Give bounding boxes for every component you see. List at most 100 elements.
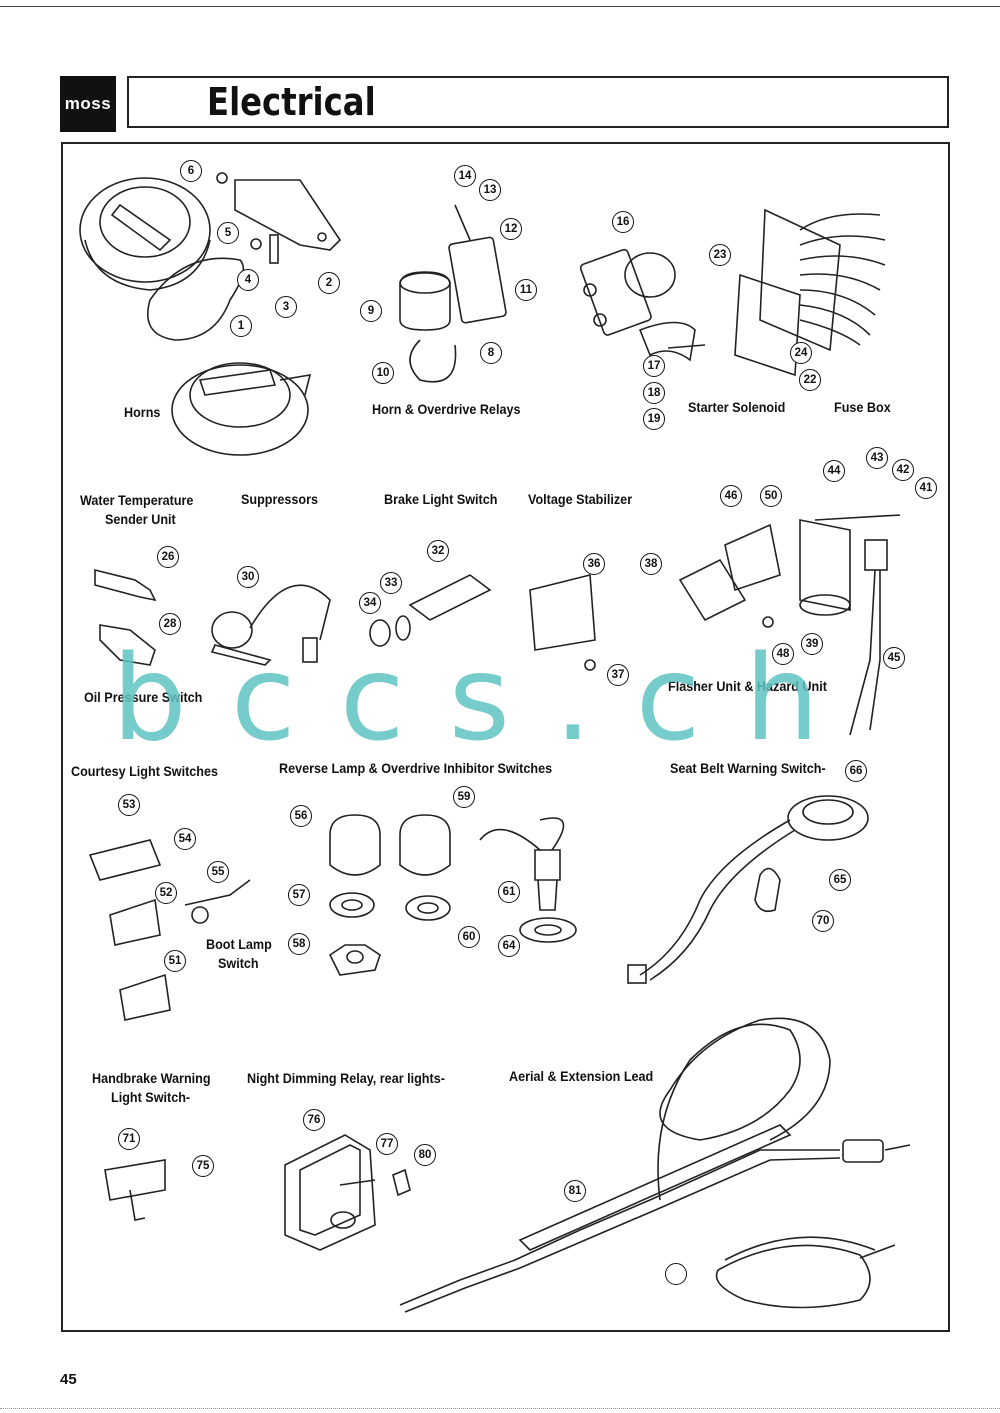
callout-13: 13 <box>479 179 501 201</box>
label-voltage-stabilizer: Voltage Stabilizer <box>528 491 633 507</box>
callout-43: 43 <box>866 447 888 469</box>
callout-6: 6 <box>180 160 202 182</box>
seatbelt-switch-illustration <box>627 795 869 984</box>
callout-64: 65 <box>829 869 851 891</box>
bottom-rule <box>0 1408 1000 1409</box>
label-flasher: Flasher Unit & Hazard Unit <box>668 678 827 694</box>
handbrake-switch-illustration <box>104 1159 166 1221</box>
callout-48: 50 <box>760 485 782 507</box>
callout-23: 23 <box>709 244 731 266</box>
top-rule <box>0 6 1000 7</box>
callout-61: 64 <box>498 935 520 957</box>
callout-54: 55 <box>207 861 229 883</box>
reverse-switch-illustration <box>328 814 577 976</box>
aerial-illustration <box>399 1017 911 1313</box>
page-number: 45 <box>60 1371 77 1388</box>
callout-55: 56 <box>290 805 312 827</box>
callout-26: 26 <box>157 546 179 568</box>
header-box: Electrical <box>127 76 949 128</box>
callout-1: 1 <box>230 315 252 337</box>
callout-34: 34 <box>359 592 381 614</box>
label-horns: Horns <box>124 404 161 420</box>
callout-14: 14 <box>454 165 476 187</box>
fuse-box-illustration <box>734 208 886 377</box>
callout-46: 46 <box>720 485 742 507</box>
label-aerial: Aerial & Extension Lead <box>509 1068 654 1084</box>
label-seat-belt: Seat Belt Warning Switch- <box>670 760 826 776</box>
callout-28: 28 <box>159 613 181 635</box>
brake-switch-illustration <box>369 574 492 647</box>
label-night-dimming: Night Dimming Relay, rear lights- <box>247 1070 445 1086</box>
callout-66: 70 <box>812 910 834 932</box>
diagram-frame <box>61 142 950 1332</box>
sender-illustration <box>94 568 157 666</box>
callout-77: 80 <box>414 1144 436 1166</box>
callout-30: 30 <box>237 566 259 588</box>
callout-10: 10 <box>372 362 394 384</box>
callout-42: 42 <box>892 459 914 481</box>
label-sender-unit: Sender Unit <box>105 511 176 527</box>
stabilizer-illustration <box>529 573 596 671</box>
callout-76: 77 <box>376 1133 398 1155</box>
callout-44: 44 <box>823 460 845 482</box>
callout-33: 33 <box>380 572 402 594</box>
callout-37: 37 <box>607 664 629 686</box>
callout-71: 75 <box>192 1155 214 1177</box>
label-reverse-lamp: Reverse Lamp & Overdrive Inhibitor Switc… <box>279 760 553 776</box>
label-handbrake: Handbrake Warning <box>92 1070 211 1086</box>
callout-22: 22 <box>799 369 821 391</box>
watermark: bccs.ch <box>112 629 864 767</box>
label-handbrake-switch: Light Switch- <box>111 1089 191 1105</box>
dimming-relay-illustration <box>284 1134 411 1251</box>
label-brake-light: Brake Light Switch <box>384 491 498 507</box>
solenoid-illustration <box>579 248 706 362</box>
label-starter-solenoid: Starter Solenoid <box>688 399 786 415</box>
callout-8: 8 <box>480 342 502 364</box>
callout-60: 61 <box>498 881 520 903</box>
courtesy-switch-illustration <box>88 839 251 1021</box>
callout-2: 2 <box>318 272 340 294</box>
label-horn-relays: Horn & Overdrive Relays <box>372 401 521 417</box>
callout-24: 24 <box>790 342 812 364</box>
label-suppressors: Suppressors <box>241 491 319 507</box>
callout-75: 76 <box>303 1109 325 1131</box>
label-boot-switch: Switch <box>218 955 259 971</box>
callout-19: 19 <box>643 408 665 430</box>
callout-16: 16 <box>612 211 634 233</box>
callout-81 <box>665 1263 687 1285</box>
callout-36: 36 <box>583 553 605 575</box>
callout-65: 66 <box>845 760 867 782</box>
callout-4: 4 <box>237 269 259 291</box>
callout-58: 59 <box>453 786 475 808</box>
callout-45: 45 <box>883 647 905 669</box>
label-fuse-box: Fuse Box <box>834 399 891 415</box>
callout-56: 57 <box>288 884 310 906</box>
label-boot-lamp: Boot Lamp <box>206 936 272 952</box>
callout-50: 51 <box>164 950 186 972</box>
callout-57: 58 <box>288 933 310 955</box>
page-title: Electrical <box>207 80 376 124</box>
label-oil-pressure: Oil Pressure Switch <box>84 689 203 705</box>
label-water-temp: Water Temperature <box>80 492 194 508</box>
horn-illustration <box>79 172 342 456</box>
callout-47: 48 <box>772 643 794 665</box>
callout-51: 52 <box>155 882 177 904</box>
callout-32: 32 <box>427 540 449 562</box>
relay-illustration <box>399 204 507 383</box>
callout-41: 41 <box>915 477 937 499</box>
callout-39: 39 <box>801 633 823 655</box>
callout-12: 12 <box>500 218 522 240</box>
suppressor-illustration <box>210 584 331 666</box>
callout-53: 54 <box>174 828 196 850</box>
callout-52: 53 <box>118 794 140 816</box>
callout-5: 5 <box>217 222 239 244</box>
callout-70: 71 <box>118 1128 140 1150</box>
callout-38: 38 <box>640 553 662 575</box>
callout-3: 3 <box>275 296 297 318</box>
callout-59: 60 <box>458 926 480 948</box>
callout-11: 11 <box>515 279 537 301</box>
callout-9: 9 <box>360 300 382 322</box>
callout-80: 81 <box>564 1180 586 1202</box>
callout-18: 18 <box>643 382 665 404</box>
